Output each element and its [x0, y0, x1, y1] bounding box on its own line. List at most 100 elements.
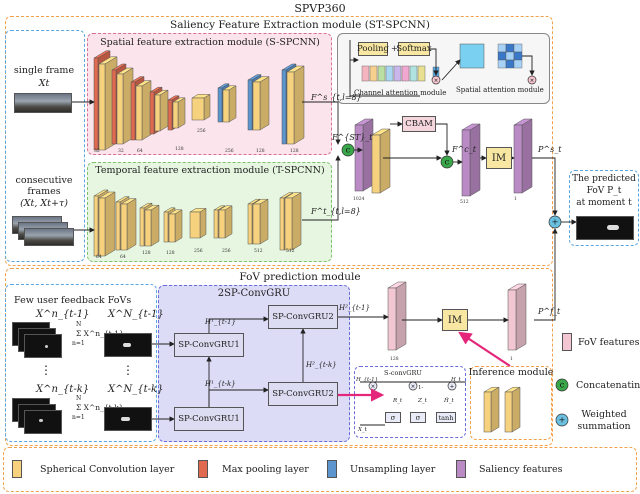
consecutive-label-1: consecutive: [15, 175, 73, 186]
inference-frame: [470, 366, 552, 440]
spatial-channels-0: 32: [94, 148, 100, 154]
spatial-map: [459, 43, 485, 69]
predicted-line3: at moment t: [576, 198, 632, 208]
spatial-grid-1-1: [505, 51, 515, 61]
temporal-layer-10: [218, 205, 233, 239]
svg-text:+: +: [558, 415, 565, 425]
x-bottom-label: X^n_{t-k}: [36, 384, 90, 395]
t-spcnn-title: Temporal feature extraction module (T-SP…: [95, 165, 325, 176]
svg-text:+: +: [450, 384, 455, 390]
spatial-layer-12: [222, 85, 237, 123]
channel-strip-2: [377, 65, 386, 82]
fov-top-sum-image: [104, 333, 152, 357]
w-ft-to-concat: [302, 155, 341, 221]
legend-maxpool-swatch: [198, 460, 208, 478]
input-frame-top: [5, 30, 85, 262]
h2-bottom-label: H²_{t-k}: [306, 361, 337, 369]
connection-arrows: [70, 40, 577, 426]
ft-label: F^t_{t,l=8}: [311, 207, 361, 216]
w-att-to-spatial: [441, 59, 461, 81]
few-user-label: Few user feedback FoVs: [14, 295, 132, 306]
spatial-grid-0-2: [497, 59, 507, 69]
channel-strip-6: [409, 65, 418, 82]
pf-label: P^f_t: [538, 307, 561, 316]
spatial-channels-6: 128: [256, 148, 265, 154]
fov-module-title: FoV prediction module: [239, 271, 361, 283]
single-frame-label: single frame: [13, 65, 75, 76]
spatial-grid-2-1: [513, 51, 523, 61]
st-saliency-1: [513, 118, 533, 194]
temporal-channels-1: 64: [120, 254, 126, 260]
svg-text:×: ×: [434, 78, 439, 84]
legend-concat-symbol: c: [555, 378, 569, 392]
x-bottom-sum-label: X^N_{t-k}: [108, 384, 164, 395]
gru-z: Z_t: [418, 398, 427, 404]
single-frame-image: [14, 93, 72, 113]
spatial-channels-5: 256: [225, 148, 234, 154]
legend-fov-features: FoV features: [578, 337, 640, 348]
temporal-layer-12: [252, 198, 269, 245]
convgru2-top: SP-ConvGRU2: [268, 305, 338, 329]
spatial-layer-5: [135, 80, 152, 141]
temporal-channels-6: 512: [254, 248, 263, 254]
x-top-sum-label: X^N_{t-1}: [108, 309, 164, 320]
svg-text:c: c: [445, 157, 450, 167]
st-saliency-1024: [354, 118, 374, 192]
legend-concatenating: Concatenating: [576, 380, 640, 391]
im-top: IM: [486, 147, 512, 169]
w-fs-to-concat: [302, 101, 341, 145]
spatial-mult: ×: [527, 75, 537, 85]
w-cbam-out: [436, 123, 450, 156]
w-pf-to-sum: [534, 228, 558, 321]
pooling-box: Pooling: [357, 42, 389, 56]
temporal-channels-3: 128: [166, 250, 175, 256]
legend-frame: [3, 447, 637, 492]
predicted-frame: [569, 170, 639, 246]
st-conv-1: [371, 128, 391, 194]
st-spcnn-title: Saliency Feature Extraction module (ST-S…: [170, 19, 430, 31]
w-softmax-down: [430, 48, 439, 76]
fov-input-frame: [5, 284, 157, 442]
legend-fov-swatch: [562, 333, 572, 351]
svg-text:×: ×: [530, 78, 535, 84]
fov-feature-1: [507, 283, 527, 351]
st-ch-1: 1: [514, 196, 517, 202]
temporal-channels-5: 256: [222, 248, 231, 254]
spatial-grid-2-2: [513, 59, 523, 69]
spatial-grid-1-2: [505, 59, 515, 69]
spatial-grid-1-0: [505, 43, 515, 53]
gru-h-in: H_{t-1}: [356, 377, 379, 383]
weighted-sum: +: [548, 215, 562, 229]
spatial-grid-0-0: [497, 43, 507, 53]
temporal-layer-5: [144, 204, 160, 247]
predicted-line2: FoV P_t: [586, 186, 622, 196]
consecutive-image-3: [24, 228, 74, 246]
w-gru1-top-to-gru2: [208, 316, 269, 333]
spatial-layer-16: [286, 65, 305, 145]
legend-weighted-symbol: +: [555, 413, 569, 427]
channel-strip-5: [401, 65, 410, 82]
fov-top-stack-3: [24, 334, 62, 358]
legend-saliency: Saliency features: [479, 464, 563, 475]
sum-top-n: N: [76, 321, 82, 328]
tanh-box: tanh: [436, 412, 456, 423]
cbam-box: CBAM: [402, 116, 436, 132]
w-gru1-bot-to-gru2: [208, 387, 269, 407]
channel-strip-0: [361, 65, 370, 82]
inference-conv-2: [504, 386, 521, 433]
consecutive-var: (Xt, Xt+τ): [20, 198, 68, 209]
st-saliency-512: [461, 123, 481, 197]
legend-weighted-2: summation: [577, 421, 631, 432]
svg-text:×: ×: [411, 384, 416, 390]
convgru2-bottom: SP-ConvGRU2: [268, 382, 338, 406]
temporal-layer-3: [120, 198, 137, 251]
svg-text:×: ×: [371, 384, 376, 390]
w-im-to-inference: [458, 331, 511, 367]
softmax-box: Softmax: [396, 42, 432, 56]
channel-strip-7: [417, 65, 426, 82]
x-top-label: X^n_{t-1}: [36, 309, 90, 320]
svg-text:c: c: [560, 380, 565, 390]
w-spatial-down: [522, 55, 535, 76]
temporal-layer-1: [98, 191, 116, 257]
fov-ch-128: 128: [390, 356, 399, 362]
